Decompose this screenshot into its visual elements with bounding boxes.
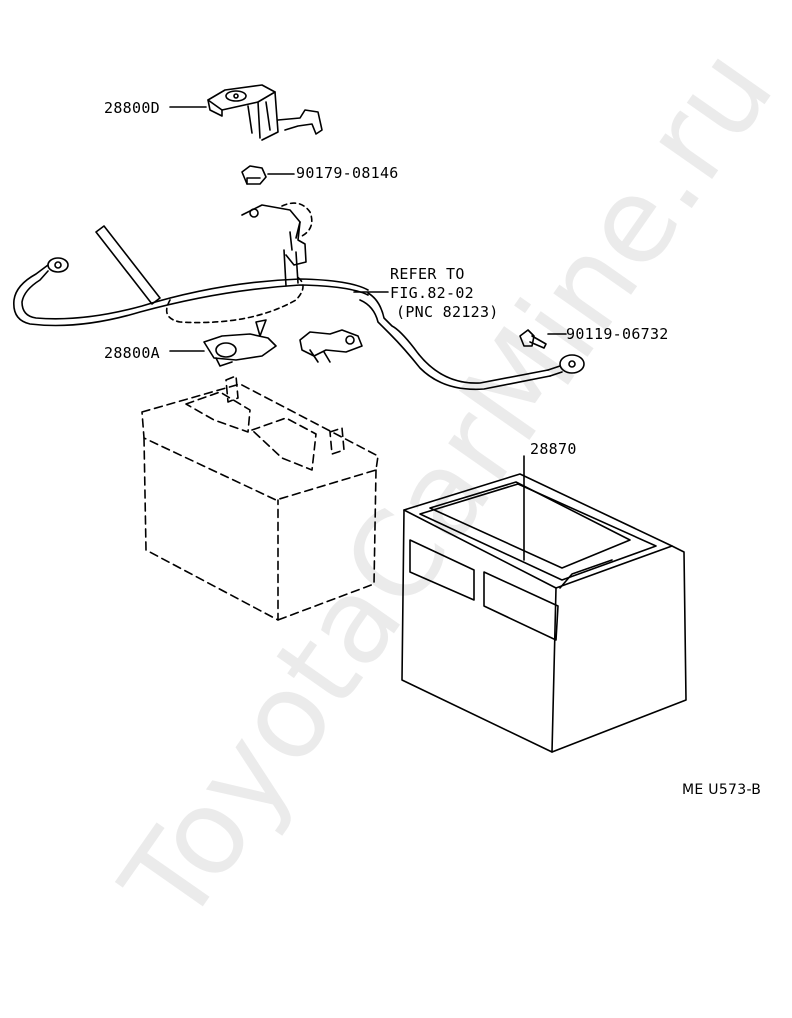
- figure-id: ME U573-B: [682, 782, 762, 798]
- label-refer-to-line2: FIG.82-02: [390, 284, 474, 302]
- positive-cable: [359, 292, 585, 391]
- negative-cable: [13, 257, 369, 327]
- negative-clamp: [299, 329, 363, 363]
- battery-tray-28870: [401, 473, 687, 753]
- positive-clamp: [241, 202, 313, 266]
- label-28800d: 28800D: [104, 99, 160, 117]
- clamp-28800a: [203, 319, 277, 367]
- label-refer-to-line1: REFER TO: [390, 265, 465, 283]
- label-28870: 28870: [530, 440, 577, 458]
- battery-phantom: [141, 375, 379, 621]
- nut-90179-08146: [241, 165, 267, 185]
- label-refer-to-line3: (PNC 82123): [396, 303, 499, 321]
- harness-stub: [95, 225, 304, 324]
- bolt-90119-06732: [519, 329, 547, 349]
- label-28800a: 28800A: [104, 344, 160, 362]
- label-90179-08146: 90179-08146: [296, 164, 399, 182]
- terminal-cover-28800d: [207, 84, 323, 141]
- label-90119-06732: 90119-06732: [566, 325, 669, 343]
